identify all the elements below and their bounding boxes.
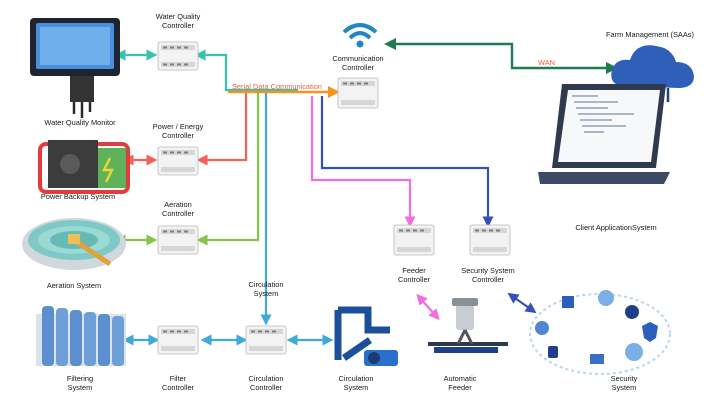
filter-bank-icon xyxy=(36,306,126,366)
circulation-system-top-label: Circulation System xyxy=(249,280,284,298)
wan-text: WAN xyxy=(538,58,555,67)
client-application-label: Client ApplicationSystem xyxy=(575,223,656,232)
feeder-controller-text: Feeder Controller xyxy=(397,266,431,284)
aeration-controller-box xyxy=(157,225,199,255)
feeder-controller-label: Feeder Controller xyxy=(398,266,430,284)
communication-controller-box xyxy=(337,77,379,109)
wan-label: WAN xyxy=(538,58,555,67)
automatic-feeder-label: Automatic Feeder xyxy=(444,374,477,392)
farm-management-text: Farm Management (SAAs) xyxy=(606,30,694,39)
automatic-feeder-icon xyxy=(428,298,508,353)
security-system-label: Security System xyxy=(611,374,638,392)
communication-controller-label: Communication Controller xyxy=(332,54,383,72)
filtering-system-label: Filtering System xyxy=(67,374,93,392)
aeration-tank-icon xyxy=(22,218,126,270)
client-application-text: Client ApplicationSystem xyxy=(575,223,657,232)
circulation-controller-box xyxy=(245,325,287,355)
circulation-system-top-text: Circulation System xyxy=(248,280,284,298)
feeder-controller-box xyxy=(393,224,435,256)
circulation-pump-icon xyxy=(334,306,398,366)
security-device-link xyxy=(507,292,537,314)
farm-management-label: Farm Management (SAAs) xyxy=(606,30,694,39)
serial-data-label: Serial Data Communication xyxy=(232,82,322,91)
water-quality-controller-text: Water Quality Controller xyxy=(155,12,201,30)
filter-controller-label: Filter Controller xyxy=(162,374,194,392)
power-serial-link xyxy=(196,92,248,166)
security-system-controller-text: Security System Controller xyxy=(461,266,515,284)
aeration-system-label: Aeration System xyxy=(47,281,101,290)
feeder-device-link xyxy=(416,293,440,321)
wan-link xyxy=(384,38,618,74)
circulation-system-bottom-text: Circulation System xyxy=(338,374,374,392)
circulation-system-bottom-label: Circulation System xyxy=(339,374,374,392)
security-system-controller-box xyxy=(469,224,511,256)
feeder-serial-link xyxy=(310,96,416,228)
water-quality-monitor-label: Water Quality Monitor xyxy=(44,118,115,127)
aeration-system-text: Aeration System xyxy=(46,281,102,290)
filter-controller-box xyxy=(157,325,199,355)
power-energy-controller-box xyxy=(157,146,199,176)
aeration-serial-link xyxy=(196,92,260,246)
laptop-icon xyxy=(538,84,670,184)
power-energy-controller-text: Power / Energy Controller xyxy=(152,122,204,140)
aeration-controller-label: Aeration Controller xyxy=(162,200,194,218)
circulation-controller-text: Circulation Controller xyxy=(248,374,284,392)
power-energy-controller-label: Power / Energy Controller xyxy=(153,122,204,140)
serial-data-text: Serial Data Communication xyxy=(232,82,322,91)
automatic-feeder-text: Automatic Feeder xyxy=(443,374,477,392)
power-backup-system-text: Power Backup System xyxy=(40,192,116,201)
filtering-system-text: Filtering System xyxy=(66,374,94,392)
water-quality-controller-label: Water Quality Controller xyxy=(156,12,201,30)
water-quality-monitor-text: Water Quality Monitor xyxy=(44,118,116,127)
communication-controller-text: Communication Controller xyxy=(332,54,384,72)
power-backup-system-label: Power Backup System xyxy=(41,192,115,201)
aeration-controller-text: Aeration Controller xyxy=(161,200,195,218)
generator-icon xyxy=(38,140,130,194)
circulation-controller-label: Circulation Controller xyxy=(249,374,284,392)
security-serial-link xyxy=(320,96,494,228)
security-icons-ring xyxy=(529,290,671,375)
touchscreen-monitor-icon xyxy=(30,18,120,118)
filter-controller-text: Filter Controller xyxy=(161,374,195,392)
wq-serial-link xyxy=(194,49,298,92)
water-quality-controller-box xyxy=(157,41,199,71)
wifi-icon xyxy=(342,23,378,48)
security-system-text: Security System xyxy=(610,374,638,392)
security-system-controller-label: Security System Controller xyxy=(461,266,514,284)
